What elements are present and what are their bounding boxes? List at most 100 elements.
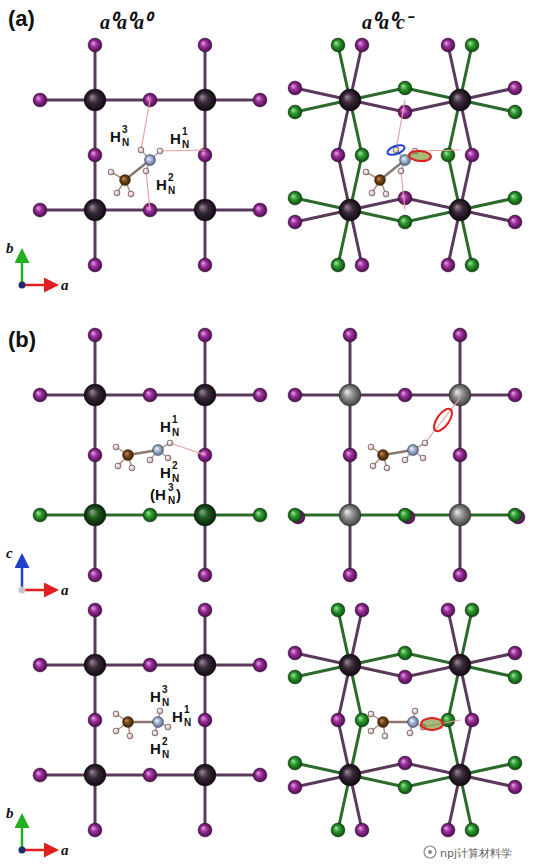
h-atom-label: H	[170, 130, 181, 147]
carbon-atom	[123, 450, 134, 461]
halide-atom	[331, 38, 345, 52]
hydrogen-atom	[157, 148, 163, 154]
h-atom-label: H	[172, 708, 183, 725]
lead-atom	[194, 384, 216, 406]
halide-atom	[288, 81, 302, 95]
lead-atom	[194, 654, 216, 676]
lead-atom	[339, 764, 361, 786]
hydrogen-bond	[401, 171, 405, 210]
halide-atom	[288, 646, 302, 660]
halide-atom	[331, 713, 345, 727]
hydrogen-atom	[383, 191, 389, 197]
lead-atom	[84, 654, 106, 676]
lead-atom	[339, 654, 361, 676]
carbon-atom	[378, 450, 389, 461]
iodide-atom	[88, 148, 102, 162]
lead-atom	[194, 199, 216, 221]
hydrogen-atom	[420, 455, 426, 461]
halide-atom	[398, 81, 412, 95]
hydrogen-atom	[412, 708, 418, 714]
lead-atom	[84, 764, 106, 786]
superscript-index: 3	[162, 684, 168, 695]
bromide-atom	[33, 508, 47, 522]
halide-atom	[331, 148, 345, 162]
iodide-atom	[288, 388, 302, 402]
iodide-atom	[253, 388, 267, 402]
halide-atom	[288, 780, 302, 794]
lead-atom	[194, 764, 216, 786]
halide-atom	[508, 670, 522, 684]
hydrogen-atom	[165, 455, 171, 461]
hydrogen-atom	[115, 463, 121, 469]
bromide-atom	[253, 508, 267, 522]
subscript-atom: N	[172, 427, 179, 438]
superscript-index: 1	[182, 126, 188, 137]
iodide-atom	[143, 388, 157, 402]
iodide-atom	[198, 328, 212, 342]
subscript-atom: N	[184, 717, 191, 728]
iodide-atom	[508, 388, 522, 402]
axis-triad	[19, 251, 57, 289]
highlight-ellipse	[386, 143, 406, 157]
bromide-atom	[398, 508, 412, 522]
methylammonium	[368, 708, 460, 739]
lead-atom	[339, 199, 361, 221]
iodide-atom	[343, 568, 357, 582]
iodide-atom	[88, 823, 102, 837]
lead-atom	[449, 654, 471, 676]
subscript-atom: N	[168, 185, 175, 196]
halide-atom	[288, 191, 302, 205]
subscript-atom: N	[122, 137, 129, 148]
hydrogen-atom	[402, 457, 408, 463]
hydrogen-atom	[384, 465, 390, 471]
halide-atom	[355, 713, 369, 727]
hydrogen-bond	[425, 398, 460, 443]
halide-atom	[441, 603, 455, 617]
lead-atom	[84, 199, 106, 221]
carbon-atom	[123, 717, 134, 728]
halide-atom	[508, 81, 522, 95]
lead-atom	[84, 89, 106, 111]
methylammonium	[108, 100, 205, 210]
hydrogen-atom	[157, 708, 163, 714]
halide-atom	[288, 105, 302, 119]
watermark: npj计算材料学	[440, 846, 512, 861]
halide-atom	[355, 38, 369, 52]
hydrogen-atom	[113, 711, 119, 717]
lead-atom	[339, 504, 361, 526]
hydrogen-atom	[382, 733, 388, 739]
hydrogen-atom	[147, 457, 153, 463]
h-atom-label: H	[150, 740, 161, 757]
halide-atom	[398, 191, 412, 205]
bromide-atom	[143, 508, 157, 522]
superscript-index: 1	[184, 704, 190, 715]
h-atom-label: H	[156, 176, 167, 193]
hydrogen-atom	[368, 728, 374, 734]
iodide-atom	[88, 328, 102, 342]
iodide-atom	[198, 823, 212, 837]
h-atom-label: H	[110, 128, 121, 145]
lead-atom	[449, 89, 471, 111]
iodide-atom	[453, 448, 467, 462]
hydrogen-bond	[146, 171, 150, 210]
subscript-atom: N	[162, 697, 169, 708]
hydrogen-atom	[167, 440, 173, 446]
perovskite-grid	[288, 328, 525, 582]
lead-atom	[194, 89, 216, 111]
iodide-atom	[143, 768, 157, 782]
hydrogen-atom	[152, 730, 158, 736]
superscript-index: 3	[122, 124, 128, 135]
h-atom-label: )	[176, 486, 181, 503]
axis-triad	[19, 816, 57, 854]
halide-atom	[331, 603, 345, 617]
hydrogen-atom	[138, 147, 144, 153]
subscript-atom: N	[168, 495, 175, 506]
panel-label: (b)	[8, 327, 36, 353]
axis-triad	[19, 556, 57, 594]
halide-atom	[331, 258, 345, 272]
iodide-atom	[88, 603, 102, 617]
lead-atom	[339, 89, 361, 111]
tilted-perovskite-grid	[288, 38, 522, 272]
hydrogen-atom	[113, 444, 119, 450]
iodide-atom	[33, 388, 47, 402]
